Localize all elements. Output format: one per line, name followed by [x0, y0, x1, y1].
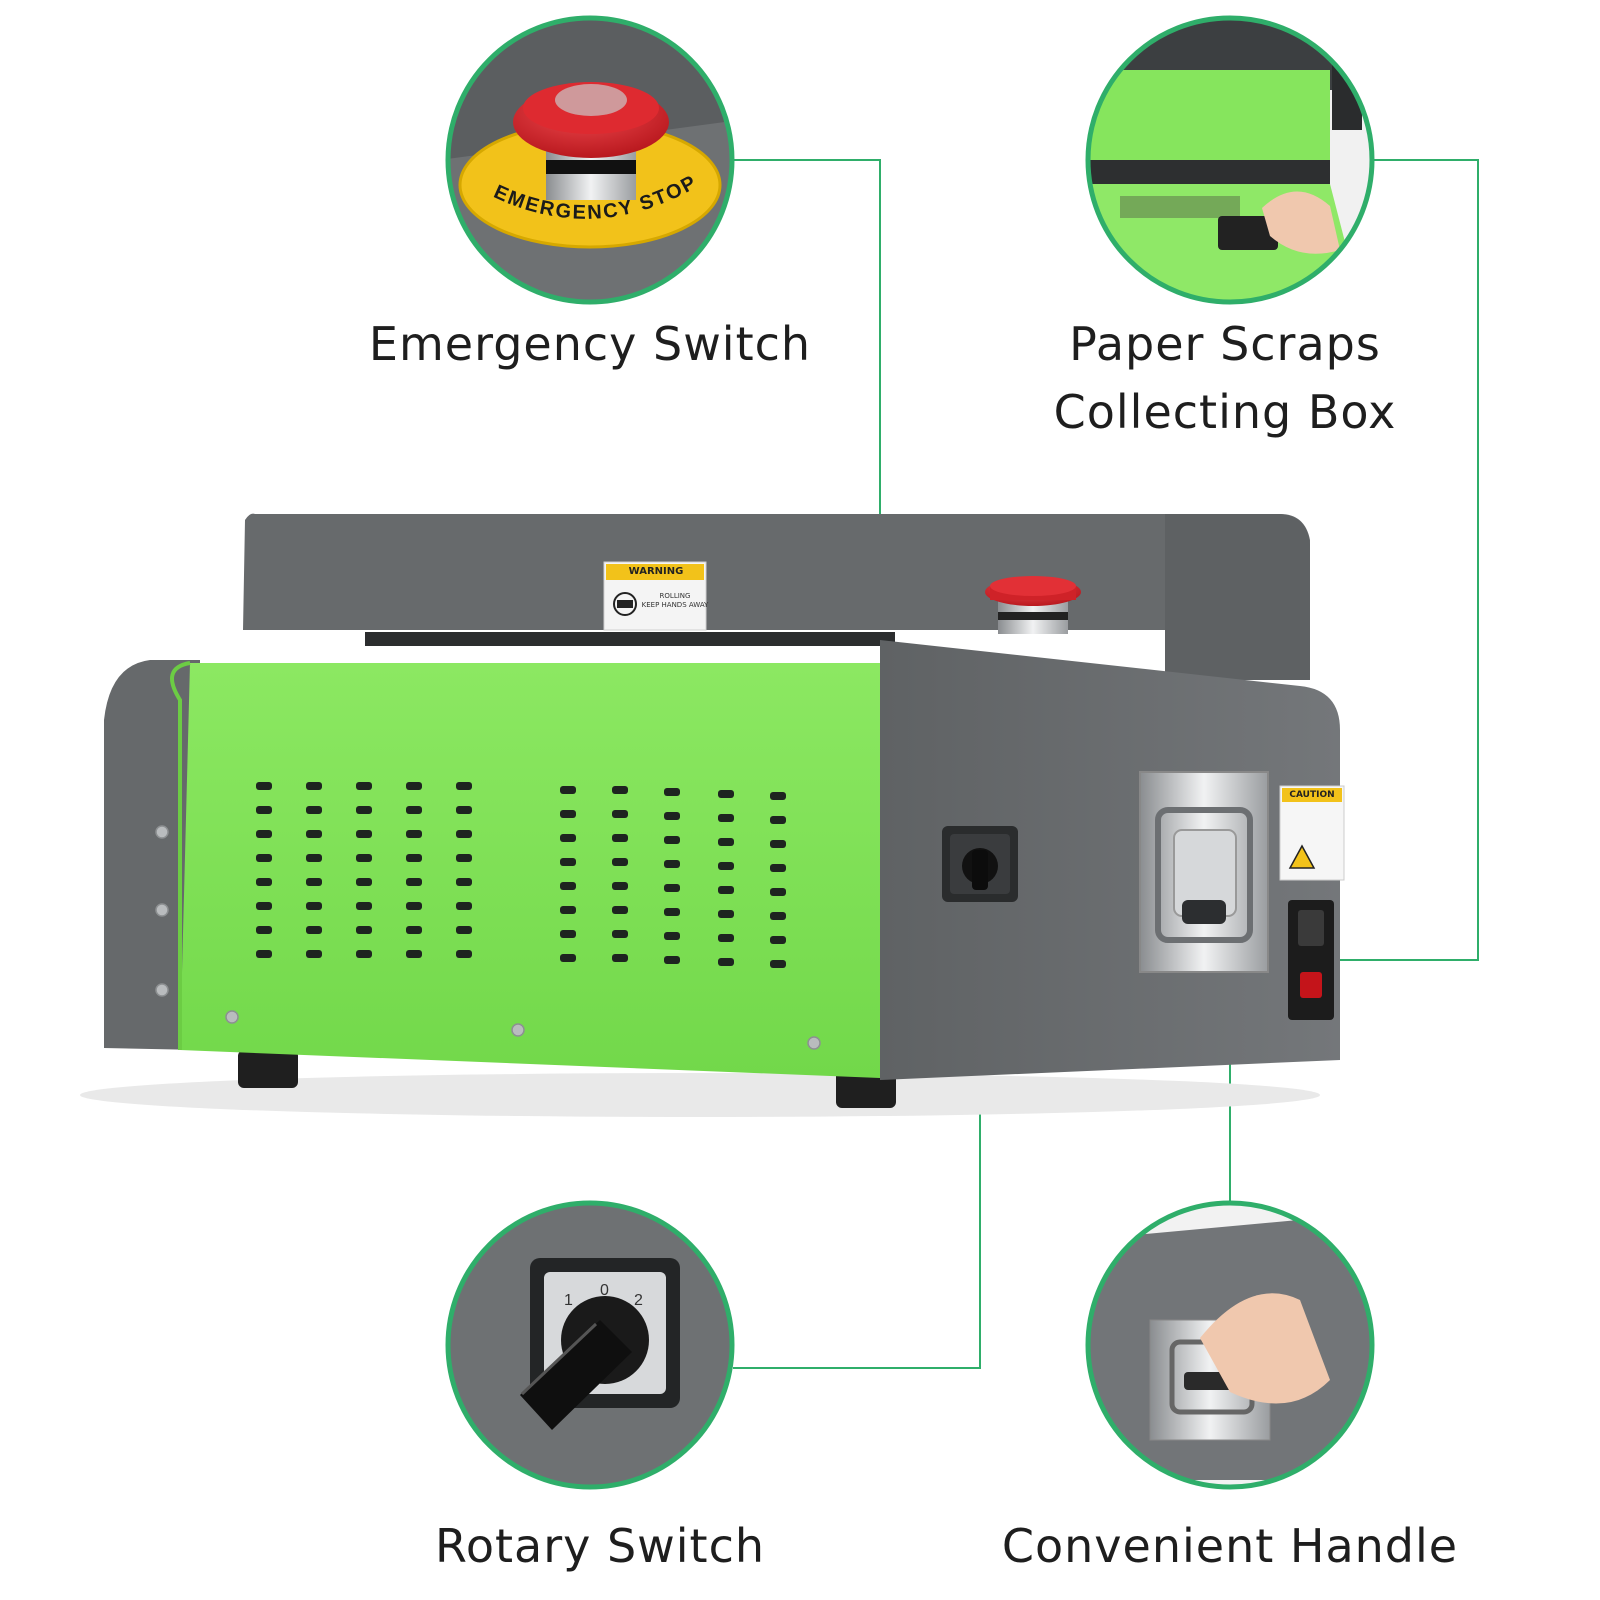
- callout-label-paper-scraps-box: Paper Scraps Collecting Box: [980, 310, 1470, 446]
- warning-text-line: KEEP HANDS AWAY: [641, 601, 709, 609]
- warning-sticker-title: WARNING: [628, 566, 684, 577]
- warning-sticker-text: ROLLING KEEP HANDS AWAY: [640, 592, 710, 610]
- green-front-panel: [180, 663, 880, 1078]
- callout-circle-paper-box: [1085, 15, 1375, 305]
- handle-plate[interactable]: [1139, 771, 1269, 973]
- hand-icon: [1262, 191, 1340, 254]
- caution-sticker-title: CAUTION: [1289, 790, 1335, 800]
- feed-slot: [365, 632, 895, 646]
- floor-shadow: [80, 1073, 1320, 1117]
- dial-position-1: 1: [564, 1292, 573, 1309]
- machine-foot: [238, 1050, 298, 1088]
- dial-position-0: 0: [600, 1282, 609, 1299]
- callout-label-convenient-handle: Convenient Handle: [1001, 1519, 1459, 1573]
- callout-label-line: Paper Scraps: [1069, 317, 1381, 371]
- vent-slots: [256, 782, 786, 968]
- callout-label-line: Collecting Box: [1053, 385, 1397, 439]
- callout-circle-rotary: 1 0 2: [445, 1200, 735, 1490]
- callout-label-emergency-switch: Emergency Switch: [368, 317, 812, 371]
- vent-column: [612, 786, 628, 962]
- caution-sticker-header: [1282, 788, 1342, 802]
- vent-column: [718, 790, 734, 966]
- warning-text-line: ROLLING: [659, 592, 691, 600]
- top-housing: [243, 513, 1310, 630]
- power-switch[interactable]: [1288, 900, 1334, 1020]
- vent-column: [664, 788, 680, 964]
- left-side-panel: [104, 660, 200, 1050]
- vent-column: [256, 782, 272, 958]
- rotary-switch[interactable]: [942, 826, 1018, 902]
- vent-column: [560, 786, 576, 962]
- callout-circle-emergency: EMERGENCY STOP: [445, 15, 735, 305]
- caution-triangle-icon: [1288, 844, 1316, 869]
- hand-warning-icon: [613, 592, 637, 616]
- warning-sticker-header: [606, 564, 704, 580]
- vent-column: [456, 782, 472, 958]
- green-front-panel-edge: [170, 661, 191, 1050]
- callout-line-paper-box: [1340, 159, 1479, 961]
- emergency-stop-button[interactable]: [985, 576, 1081, 634]
- vent-column: [406, 782, 422, 958]
- callout-label-rotary-switch: Rotary Switch: [434, 1519, 766, 1573]
- vent-column: [770, 792, 786, 968]
- shredder-machine: [80, 513, 1345, 1117]
- callout-circle-handle: [1085, 1200, 1375, 1490]
- vent-column: [306, 782, 322, 958]
- hand-icon: [1200, 1293, 1330, 1404]
- vent-column: [356, 782, 372, 958]
- dial-position-2: 2: [634, 1292, 643, 1309]
- top-housing-right-block: [1165, 514, 1310, 680]
